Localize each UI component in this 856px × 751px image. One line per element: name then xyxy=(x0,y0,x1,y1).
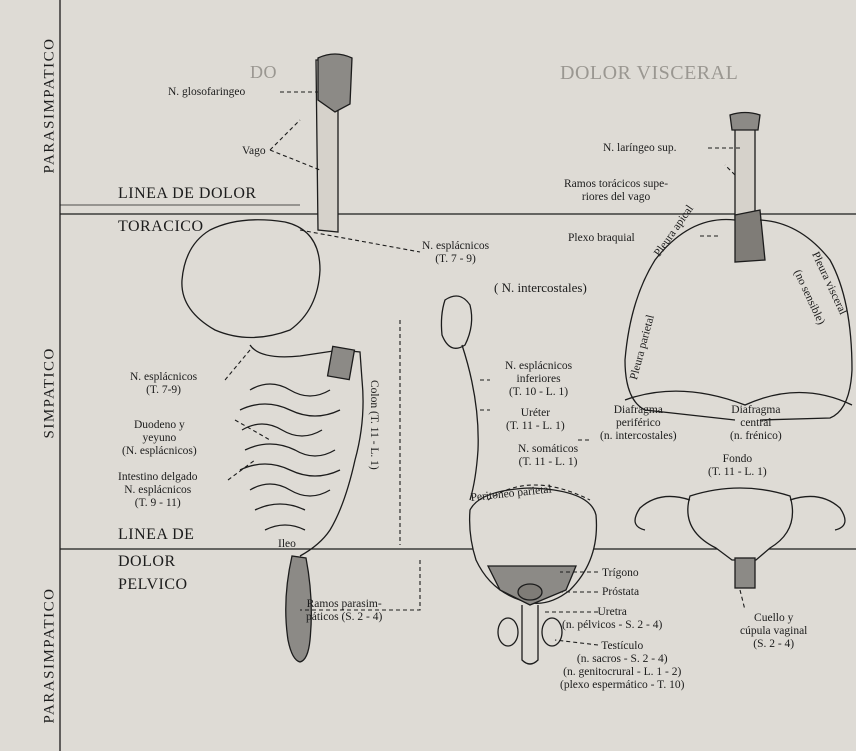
sidebar-simpatico: SIMPATICO xyxy=(42,319,59,439)
label-esplacnicos-inferiores: N. esplácnicos inferiores (T. 10 - L. 1) xyxy=(505,360,572,399)
label-prostata: Próstata xyxy=(602,586,639,599)
label-ramos-parasimpaticos: Ramos parasim- páticos (S. 2 - 4) xyxy=(306,598,382,624)
label-diafragma-central: Diafragma central (n. frénico) xyxy=(730,404,782,443)
label-ureter: Uréter (T. 11 - L. 1) xyxy=(506,407,565,433)
label-uretra: Uretra (n. pélvicos - S. 2 - 4) xyxy=(562,606,662,632)
band-pelvico: PELVICO xyxy=(118,578,188,591)
label-fondo: Fondo (T. 11 - L. 1) xyxy=(708,453,767,479)
label-laringeo: N. laríngeo sup. xyxy=(603,142,676,155)
label-trigono: Trígono xyxy=(602,567,639,580)
label-plexo-braquial: Plexo braquial xyxy=(568,232,635,245)
kidney-drawing xyxy=(441,296,471,348)
label-intestino: Intestino delgado N. esplácnicos (T. 9 -… xyxy=(118,471,198,510)
esophagus-drawing xyxy=(316,54,352,232)
urethra-drawing xyxy=(522,605,538,664)
label-esplacnicos-left: N. esplácnicos (T. 7-9) xyxy=(130,371,197,397)
ureter-drawing xyxy=(462,345,478,500)
bronchus-drawing xyxy=(735,210,765,262)
sidebar-parasimpatico-bottom: PARASIMPATICO xyxy=(42,574,59,724)
cervix-drawing xyxy=(735,558,755,588)
label-intercostales: ( N. intercostales) xyxy=(494,281,587,294)
label-cuello: Cuello y cúpula vaginal (S. 2 - 4) xyxy=(740,612,807,651)
sidebar-parasimpatico-top: PARASIMPATICO xyxy=(42,34,59,174)
band-linea-de-dolor: LINEA DE DOLOR xyxy=(118,187,257,200)
small-intestine-drawing xyxy=(240,384,340,530)
label-diafragma-periferico: Diafragma periférico (n. intercostales) xyxy=(600,404,677,443)
label-ramos-toracicos: Ramos torácicos supe- riores del vago xyxy=(564,178,668,204)
prostate-gland xyxy=(518,584,542,600)
duodenal-segment xyxy=(328,346,355,379)
lung-right-drawing xyxy=(760,220,852,420)
label-glosofaringeo: N. glosofaringeo xyxy=(168,86,245,99)
label-testiculo: Testículo (n. sacros - S. 2 - 4) (n. gen… xyxy=(560,640,684,692)
trachea-drawing xyxy=(735,120,755,220)
label-ileo: Ileo xyxy=(278,538,296,551)
band-dolor: DOLOR xyxy=(118,555,176,568)
band-toracico: TORACICO xyxy=(118,220,204,233)
stomach-drawing xyxy=(182,220,320,338)
label-somaticos: N. somáticos (T. 11 - L. 1) xyxy=(518,443,578,469)
lung-left-drawing xyxy=(625,220,735,421)
label-vago: Vago xyxy=(242,145,266,158)
faint-heading: DOLOR VISCERAL xyxy=(560,62,738,85)
label-duodeno: Duodeno y yeyuno (N. esplácnicos) xyxy=(122,419,197,458)
diaphragm-drawing xyxy=(625,391,852,405)
testis-right xyxy=(542,618,562,646)
label-esplacnicos-t79: N. esplácnicos (T. 7 - 9) xyxy=(422,240,489,266)
label-colon: Colon (T. 11 - L. 1) xyxy=(368,380,380,470)
faint-heading-left: DO xyxy=(250,62,277,83)
band-linea-de: LINEA DE xyxy=(118,528,194,541)
testis-left xyxy=(498,618,518,646)
